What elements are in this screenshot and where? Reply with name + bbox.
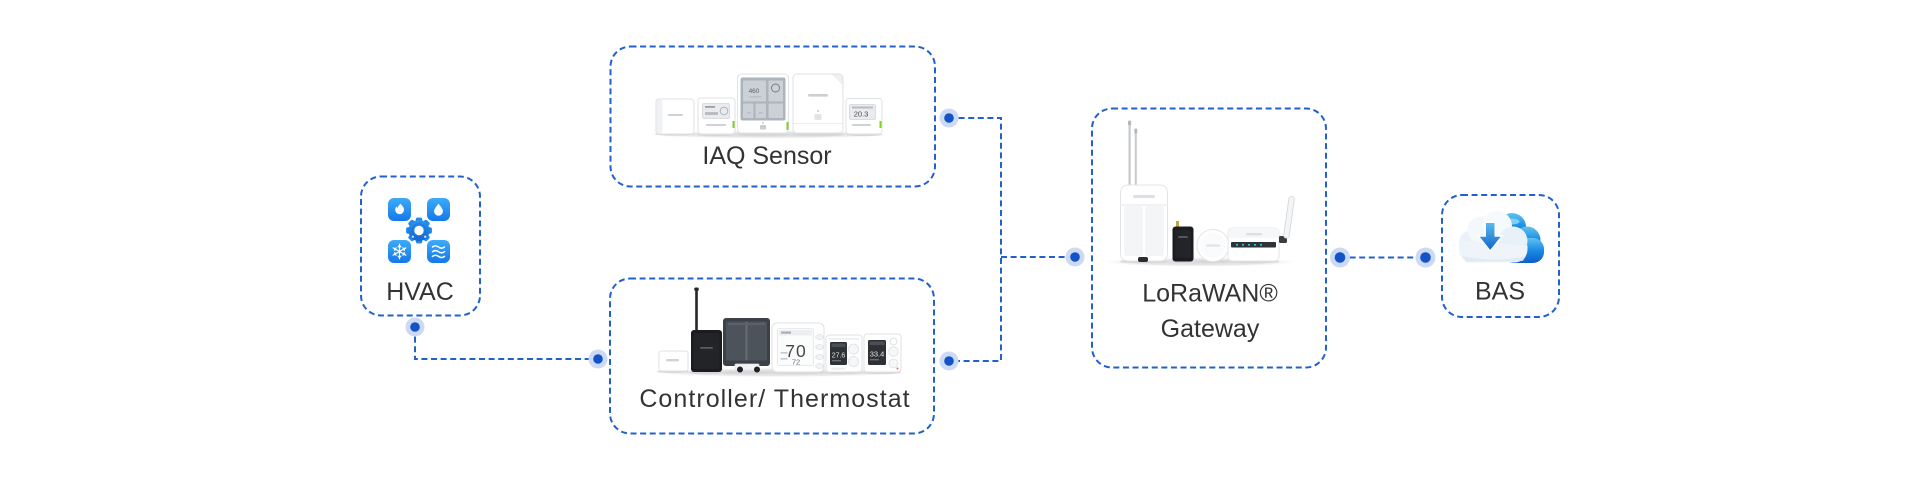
svg-text:Controller/ Thermostat: Controller/ Thermostat xyxy=(639,385,910,413)
svg-text:33.4: 33.4 xyxy=(870,350,885,359)
svg-text:HVAC: HVAC xyxy=(386,278,454,306)
svg-text:Gateway: Gateway xyxy=(1161,315,1260,343)
svg-text:IAQ Sensor: IAQ Sensor xyxy=(702,142,831,170)
svg-text:20.3: 20.3 xyxy=(854,110,869,119)
svg-text:27.6: 27.6 xyxy=(832,353,846,360)
svg-text:LoRaWAN®: LoRaWAN® xyxy=(1142,280,1278,308)
svg-text:72: 72 xyxy=(792,358,800,367)
svg-text:70: 70 xyxy=(785,341,806,361)
svg-text:460: 460 xyxy=(749,88,760,95)
svg-text:BAS: BAS xyxy=(1475,278,1525,306)
